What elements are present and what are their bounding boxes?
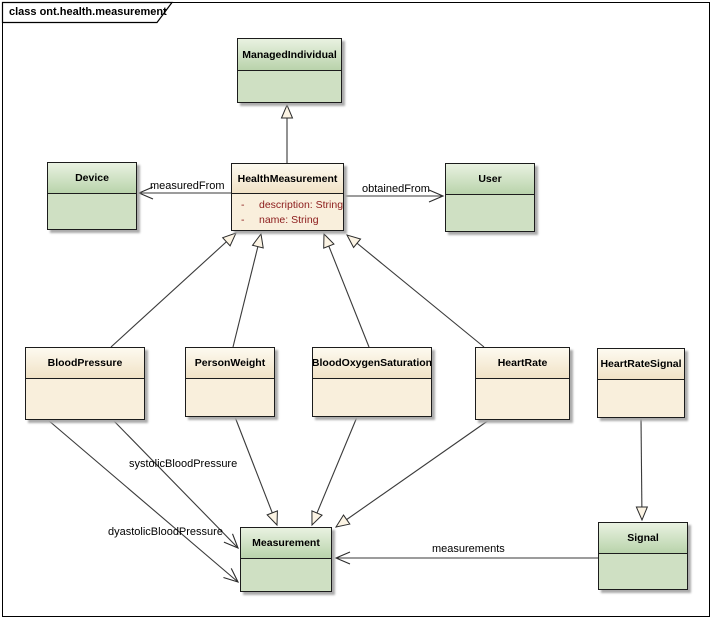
attribute-label: name: String: [259, 214, 319, 226]
class-personweight[interactable]: PersonWeight: [185, 347, 275, 417]
attribute-label: description: String: [259, 199, 344, 211]
edge-bloodpressure-measurement-systolic: [112, 419, 239, 549]
edge-heartrate-measurement: [334, 419, 490, 528]
class-name: HeartRate: [476, 348, 569, 379]
class-name: BloodPressure: [26, 348, 144, 379]
edge-personweight-measurement: [234, 416, 278, 527]
class-body: [476, 379, 569, 419]
edge-heartrate-healthmeasurement: [346, 234, 485, 348]
class-name: HealthMeasurement: [232, 164, 343, 194]
class-managedindividual[interactable]: ManagedIndividual: [237, 38, 342, 103]
diagram-title: class ont.health.measurement: [9, 6, 167, 18]
class-measurement[interactable]: Measurement: [240, 527, 332, 592]
frame-title-tab: [1, 1, 174, 24]
attribute-description: - description: String: [232, 198, 343, 213]
class-signal[interactable]: Signal: [598, 522, 688, 590]
class-body: [238, 71, 341, 102]
edge-bloodpressure-healthmeasurement: [110, 232, 237, 348]
class-bloodoxygensaturation[interactable]: BloodOxygenSaturation: [312, 347, 432, 417]
class-bloodpressure[interactable]: BloodPressure: [25, 347, 145, 420]
class-healthmeasurement[interactable]: HealthMeasurement - description: String …: [231, 163, 344, 231]
edge-personweight-healthmeasurement: [232, 232, 264, 348]
class-name: PersonWeight: [186, 348, 274, 379]
class-heartratesignal[interactable]: HeartRateSignal: [597, 348, 685, 418]
edge-bloodoxygensaturation-measurement: [311, 416, 358, 527]
class-name: Signal: [599, 523, 687, 554]
class-body: [186, 379, 274, 416]
class-name: Device: [48, 163, 136, 194]
label-systolicbloodpressure: systolicBloodPressure: [129, 458, 237, 470]
attribute-name: - name: String: [232, 213, 343, 228]
label-measuredfrom: measuredFrom: [150, 180, 225, 192]
class-device[interactable]: Device: [47, 162, 137, 230]
class-name: User: [446, 164, 534, 195]
class-body: [241, 559, 331, 591]
class-heartrate[interactable]: HeartRate: [475, 347, 570, 420]
class-name: BloodOxygenSaturation: [313, 348, 431, 379]
edge-bloodpressure-measurement-dyastolic: [47, 419, 240, 583]
class-body: [26, 379, 144, 419]
attribute-visibility: -: [241, 214, 245, 226]
class-body: - description: String - name: String: [232, 194, 343, 230]
label-obtainedfrom: obtainedFrom: [362, 183, 430, 195]
class-user[interactable]: User: [445, 163, 535, 232]
class-body: [446, 195, 534, 231]
class-body: [599, 554, 687, 589]
class-body: [48, 194, 136, 229]
class-name: Measurement: [241, 528, 331, 559]
edge-heartratesignal-signal: [635, 417, 649, 522]
label-measurements: measurements: [432, 543, 505, 555]
class-body: [313, 379, 431, 416]
attribute-visibility: -: [241, 199, 245, 211]
class-name: HeartRateSignal: [598, 349, 684, 380]
edge-bloodoxygensaturation-healthmeasurement: [323, 232, 370, 348]
class-name: ManagedIndividual: [238, 39, 341, 71]
class-body: [598, 380, 684, 417]
label-dyastolicbloodpressure: dyastolicBloodPressure: [108, 526, 223, 538]
